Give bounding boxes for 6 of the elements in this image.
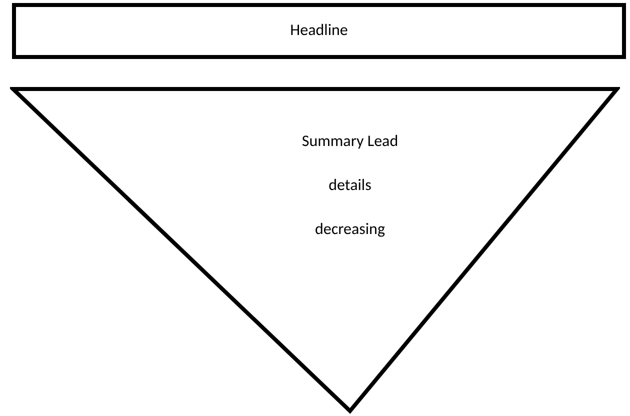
inverted-triangle <box>10 86 620 414</box>
headline-text: Headline <box>290 20 348 42</box>
headline-box <box>12 3 626 59</box>
triangle-text: details <box>328 175 372 197</box>
triangle-text: decreasing <box>314 219 386 241</box>
triangle-text: Summary Lead <box>300 131 400 153</box>
